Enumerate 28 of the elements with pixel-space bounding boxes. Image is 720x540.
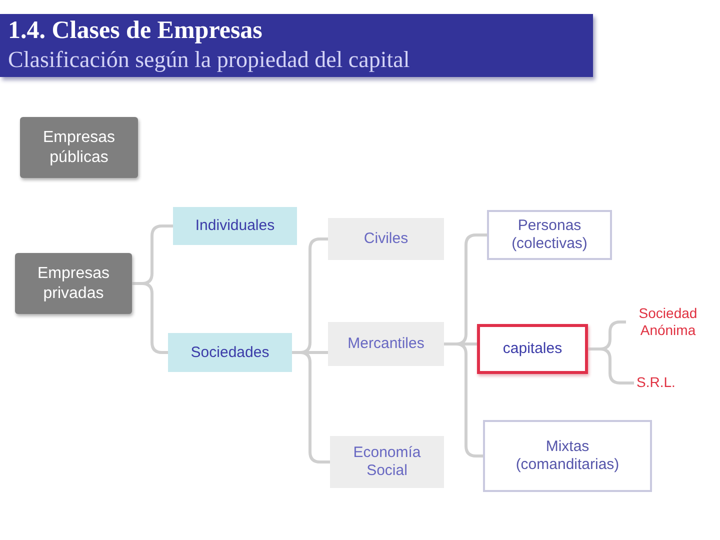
- box-label: Individuales: [195, 217, 275, 235]
- category-box: [20, 117, 138, 178]
- box-label: Empresas públicas: [42, 128, 116, 167]
- category-box: [487, 210, 612, 260]
- category-box: [328, 218, 444, 260]
- category-box: [168, 333, 292, 372]
- slide-title: 1.4. Clases de Empresas: [8, 17, 262, 44]
- category-box: [328, 322, 444, 366]
- box-label: Personas (colectivas): [510, 217, 588, 253]
- box-label: Mercantiles: [348, 335, 424, 353]
- category-box: [173, 207, 297, 245]
- category-box: [15, 253, 132, 314]
- brace-connector: [292, 351, 330, 464]
- box-label: Mixtas (comanditarias): [514, 438, 620, 474]
- box-label: Sociedades: [190, 344, 270, 362]
- brace-connector: [444, 342, 483, 458]
- brace-connector: [132, 282, 168, 354]
- brace-connector: [588, 348, 634, 384]
- box-label: Economía Social: [352, 444, 422, 480]
- category-box: [483, 420, 652, 492]
- highlighted-box: [477, 324, 588, 374]
- category-label: Sociedad Anónima: [626, 302, 710, 342]
- box-label: Empresas privadas: [36, 264, 111, 303]
- category-box: [330, 436, 444, 488]
- slide-subtitle: Clasificación según la propiedad del capital: [8, 47, 410, 72]
- box-label: Civiles: [364, 230, 408, 248]
- category-label: S.R.L.: [634, 373, 678, 393]
- box-label: capitales: [502, 340, 562, 358]
